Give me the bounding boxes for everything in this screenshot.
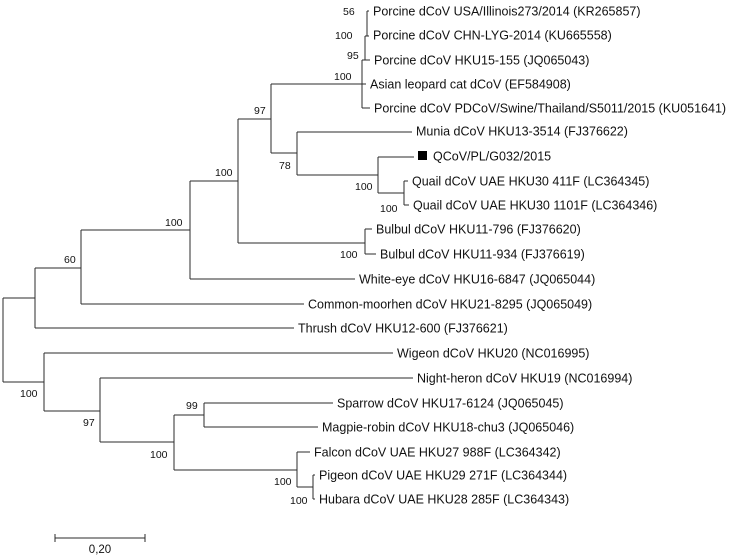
taxon-label: Night-heron dCoV HKU19 (NC016994) (417, 372, 632, 386)
taxon-label: Magpie-robin dCoV HKU18-chu3 (JQ065046) (322, 421, 574, 435)
taxon-label: Porcine dCoV USA/Illinois273/2014 (KR265… (373, 5, 641, 19)
bootstrap-value: 97 (254, 105, 266, 117)
bootstrap-value: 100 (150, 449, 168, 461)
taxon-label: Munia dCoV HKU13-3514 (FJ376622) (416, 125, 628, 139)
bootstrap-value: 100 (355, 181, 373, 193)
scale-bar-label: 0,20 (89, 544, 111, 556)
bootstrap-value: 100 (215, 167, 233, 179)
taxon-label: Sparrow dCoV HKU17-6124 (JQ065045) (337, 397, 564, 411)
bootstrap-value: 100 (274, 476, 292, 488)
filled-square-marker-icon (418, 151, 427, 160)
taxon-label: Bulbul dCoV HKU11-796 (FJ376620) (376, 223, 581, 237)
bootstrap-value: 95 (347, 50, 359, 62)
taxon-labels: Porcine dCoV USA/Illinois273/2014 (KR265… (298, 5, 726, 507)
bootstrap-values: 56 100 95 100 97 78 100 100 100 100 100 60 100 97 99 10… (20, 6, 398, 507)
taxon-label: Quail dCoV UAE HKU30 1101F (LC364346) (413, 199, 657, 213)
taxon-label: Thrush dCoV HKU12-600 (FJ376621) (298, 322, 508, 336)
bootstrap-value: 100 (334, 71, 352, 83)
bootstrap-value: 100 (165, 217, 183, 229)
taxon-label: Bulbul dCoV HKU11-934 (FJ376619) (380, 248, 585, 262)
taxon-label: Falcon dCoV UAE HKU27 988F (LC364342) (314, 446, 561, 460)
bootstrap-value: 60 (64, 254, 76, 266)
taxon-label: QCoV/PL/G032/2015 (433, 150, 551, 164)
bootstrap-value: 100 (20, 388, 38, 400)
bootstrap-value: 56 (343, 6, 355, 18)
taxon-label: Porcine dCoV CHN-LYG-2014 (KU665558) (373, 29, 612, 43)
bootstrap-value: 100 (290, 495, 308, 507)
bootstrap-value: 100 (340, 249, 358, 261)
taxon-label: Porcine dCoV PDCoV/Swine/Thailand/S5011/… (374, 102, 726, 116)
bootstrap-value: 100 (380, 203, 398, 215)
taxon-label: Asian leopard cat dCoV (EF584908) (370, 78, 571, 92)
bootstrap-value: 99 (186, 400, 198, 412)
tree-branches (2, 10, 414, 500)
taxon-label: Hubara dCoV UAE HKU28 285F (LC364343) (319, 493, 569, 507)
bootstrap-value: 100 (335, 30, 353, 42)
taxon-label: Pigeon dCoV UAE HKU29 271F (LC364344) (319, 469, 567, 483)
taxon-label: Common-moorhen dCoV HKU21-8295 (JQ065049… (308, 298, 592, 312)
taxon-label: Wigeon dCoV HKU20 (NC016995) (397, 347, 589, 361)
taxon-label: Quail dCoV UAE HKU30 411F (LC364345) (412, 175, 649, 189)
bootstrap-value: 78 (279, 160, 291, 172)
taxon-label: White-eye dCoV HKU16-6847 (JQ065044) (359, 273, 595, 287)
scale-bar: 0,20 (54, 534, 146, 556)
bootstrap-value: 97 (83, 417, 95, 429)
taxon-label: Porcine dCoV HKU15-155 (JQ065043) (374, 54, 589, 68)
